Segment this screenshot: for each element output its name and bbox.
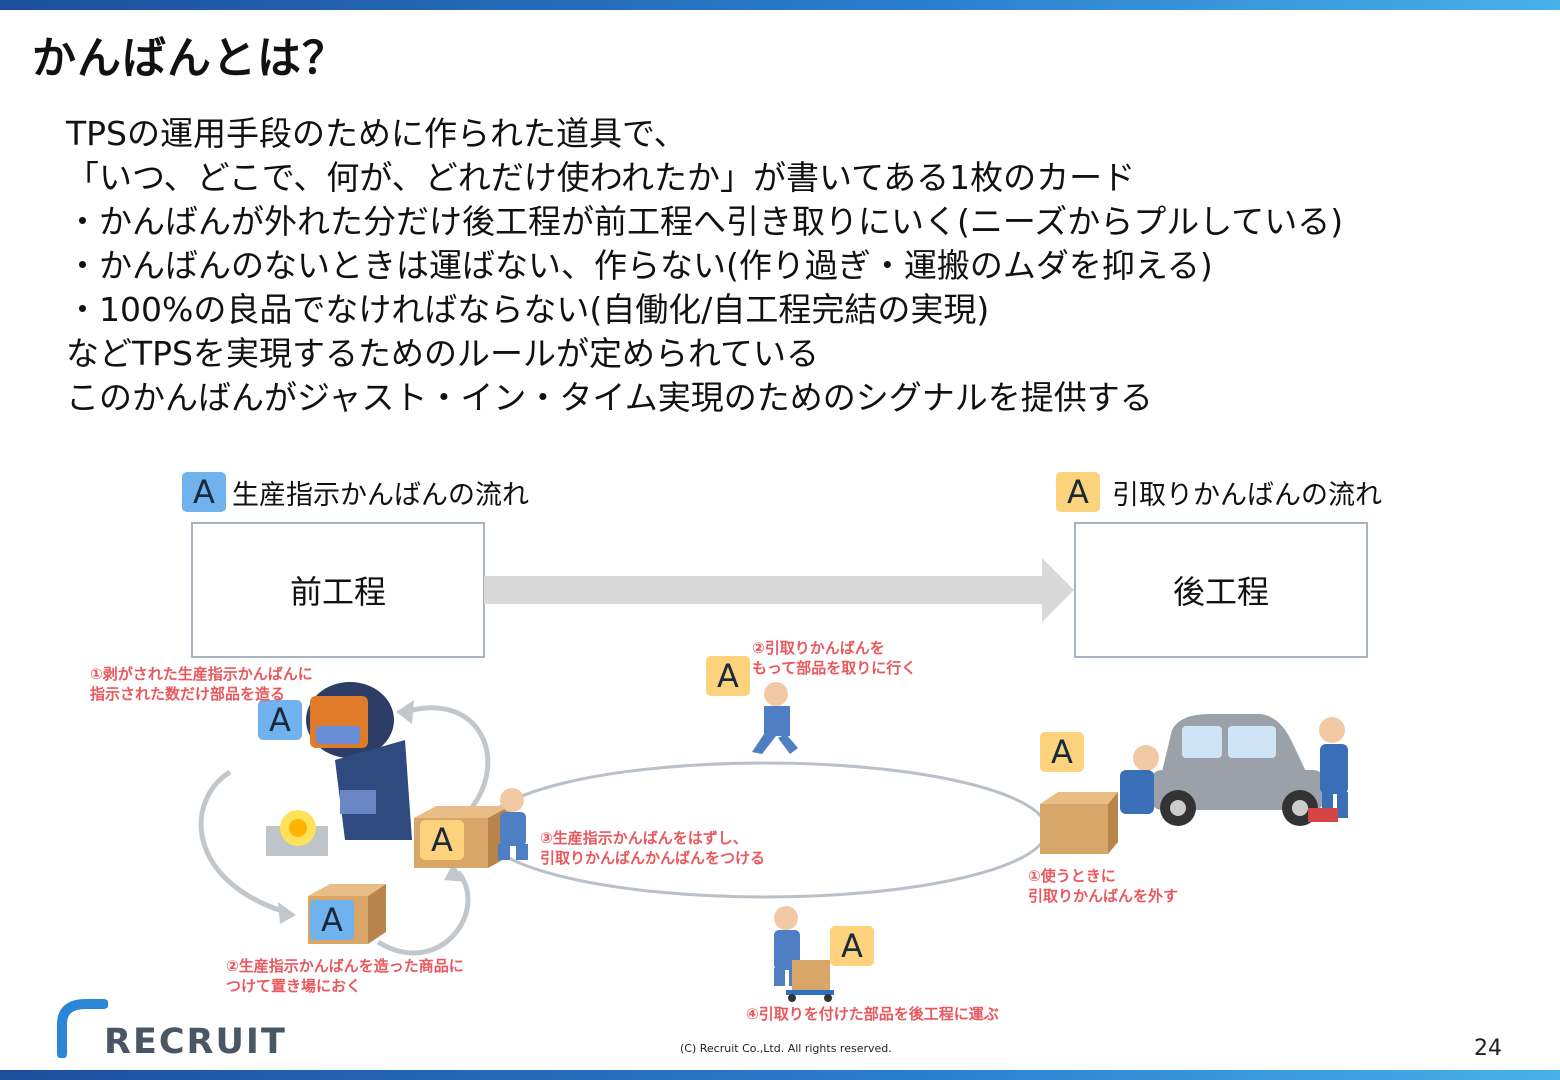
kanban-badge-blue: A xyxy=(182,472,226,512)
kanban-badge-cart: A xyxy=(830,926,874,966)
downstream-process-box: 後工程 xyxy=(1074,522,1368,658)
legend-production: A 生産指示かんばんの流れ xyxy=(182,472,529,512)
recruit-logo-text: RECRUIT xyxy=(104,1022,287,1062)
note-swap-kanban: ③生産指示かんばんをはずし、 引取りかんばんかんばんをつける xyxy=(540,828,765,868)
top-accent-bar xyxy=(0,0,1560,10)
note-place-storage: ②生産指示かんばんを造った商品に つけて置き場におく xyxy=(226,956,464,996)
kanban-badge-box-storage: A xyxy=(310,900,354,940)
note-line: 引取りかんばんかんばんをつける xyxy=(540,849,766,867)
copyright: (C) Recruit Co.,Ltd. All rights reserved… xyxy=(680,1042,892,1055)
note-line: もって部品を取りに行く xyxy=(752,659,917,677)
cart-worker xyxy=(774,906,834,1002)
loop-arrow-left xyxy=(198,769,286,915)
welder-worker-illustration xyxy=(266,682,412,856)
parts-box-downstream xyxy=(1040,792,1118,854)
note-line: つけて置き場におく xyxy=(226,977,362,995)
loop-arrow-top-head xyxy=(396,700,414,724)
note-line: ①使うときに xyxy=(1028,867,1116,885)
upstream-process-box: 前工程 xyxy=(191,522,485,658)
body-line: TPSの運用手段のために作られた道具で、 xyxy=(66,114,687,153)
note-remove-kanban: ①使うときに 引取りかんばんを外す xyxy=(1028,866,1178,906)
kanban-badge-runner: A xyxy=(706,656,750,696)
body-line: ・100%の良品でなければならない(自働化/自工程完結の実現) xyxy=(66,290,990,329)
note-fetch-parts: ②引取りかんばんを もって部品を取りに行く xyxy=(752,638,916,678)
running-worker xyxy=(752,682,798,754)
note-line: ④引取りを付けた部品を後工程に運ぶ xyxy=(746,1005,999,1023)
note-line: ③生産指示かんばんをはずし、 xyxy=(540,829,748,847)
recruit-logo-mark xyxy=(57,999,108,1058)
body-line: このかんばんがジャスト・イン・タイム実現のためのシグナルを提供する xyxy=(66,378,1153,417)
slide-title: かんばんとは？ xyxy=(32,33,347,84)
kanban-badge-box-upstream: A xyxy=(420,820,464,860)
legend-production-label: 生産指示かんばんの流れ xyxy=(232,479,529,511)
kanban-badge-yellow: A xyxy=(1056,472,1100,512)
kanban-badge-downstream: A xyxy=(1040,732,1084,772)
loop-arrow-bottom xyxy=(376,870,471,956)
upstream-process-label: 前工程 xyxy=(289,573,386,611)
bottom-accent-bar xyxy=(0,1070,1560,1080)
loop-arrow-top xyxy=(404,705,491,812)
note-carry-parts: ④引取りを付けた部品を後工程に運ぶ xyxy=(746,1004,999,1024)
note-line: ②引取りかんばんを xyxy=(752,639,885,657)
page-number: 24 xyxy=(1474,1036,1502,1061)
loop-arrow-left-head xyxy=(278,902,296,924)
note-line: ②生産指示かんばんを造った商品に xyxy=(226,957,464,975)
kanban-badge-welder: A xyxy=(258,700,302,740)
body-line: ・かんばんのないときは運ばない、作らない(作り過ぎ・運搬のムダを抑える) xyxy=(66,246,1213,285)
body-text: TPSの運用手段のために作られた道具で、 「いつ、どこで、何が、どれだけ使われた… xyxy=(66,112,1343,420)
note-line: 引取りかんばんを外す xyxy=(1028,887,1179,905)
note-line: 指示された数だけ部品を造る xyxy=(90,685,286,703)
flow-arrow xyxy=(484,558,1074,622)
downstream-process-label: 後工程 xyxy=(1172,573,1269,611)
note-line: ①剥がされた生産指示かんばんに xyxy=(90,665,313,683)
legend-withdrawal-label: 引取りかんばんの流れ xyxy=(1112,479,1382,511)
body-line: などTPSを実現するためのルールが定められている xyxy=(66,334,820,373)
note-produce-parts: ①剥がされた生産指示かんばんに 指示された数だけ部品を造る xyxy=(90,664,313,704)
car-repair-illustration xyxy=(1120,714,1348,826)
loop-arrow-bottom-head xyxy=(444,864,466,882)
worker-swapping-kanban xyxy=(498,788,528,860)
body-line: 「いつ、どこで、何が、どれだけ使われたか」が書いてある1枚のカード xyxy=(66,158,1136,197)
legend-withdrawal: A 引取りかんばんの流れ xyxy=(1056,472,1382,512)
body-line: ・かんばんが外れた分だけ後工程が前工程へ引き取りにいく(ニーズからプルしている) xyxy=(66,202,1344,241)
